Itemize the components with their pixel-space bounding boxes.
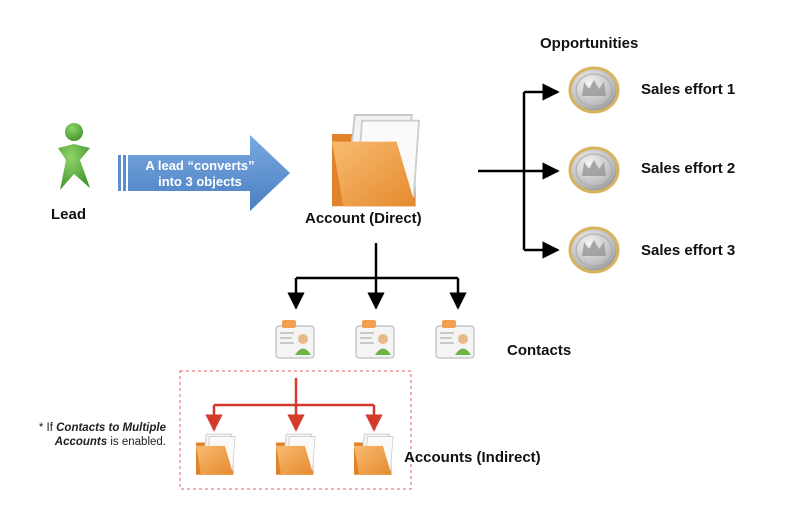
coin-icon [568,146,620,194]
convert-arrow-line-1: A lead “converts” [145,158,255,173]
footnote: * If Contacts to Multiple Accounts is en… [6,421,166,449]
opportunity-connectors [478,83,560,259]
convert-arrow-line-2: into 3 objects [158,174,242,189]
footnote-emphasis: Contacts to Multiple Accounts [54,422,166,448]
opportunity-label-3: Sales effort 3 [641,242,736,259]
indirect-folder-icon [275,433,316,476]
contact-card-icon [435,319,475,359]
footnote-prefix: * If [38,422,57,434]
opportunities-title: Opportunities [540,35,639,52]
accounts-indirect-label: Accounts (Indirect) [404,449,541,466]
coin-icon [568,66,620,114]
indirect-connectors [205,378,383,432]
contact-connectors [287,243,467,310]
indirect-folder-icon [195,433,236,476]
lead-icon [58,123,90,190]
coin-icon [568,226,620,274]
account-direct-label: Account (Direct) [305,210,422,227]
indirect-folder-icon [353,433,394,476]
lead-label: Lead [51,206,87,223]
opportunity-label-2: Sales effort 2 [641,160,736,177]
indirect-accounts-box [179,370,412,490]
account-folder-icon [331,114,420,208]
convert-arrow [118,135,290,211]
opportunity-label-1: Sales effort 1 [641,81,736,98]
contacts-label: Contacts [507,342,572,359]
convert-arrow-text: A lead “converts” into 3 objects [130,158,270,190]
footnote-suffix: is enabled. [107,436,166,448]
contact-card-icon [275,319,315,359]
contact-card-icon [355,319,395,359]
